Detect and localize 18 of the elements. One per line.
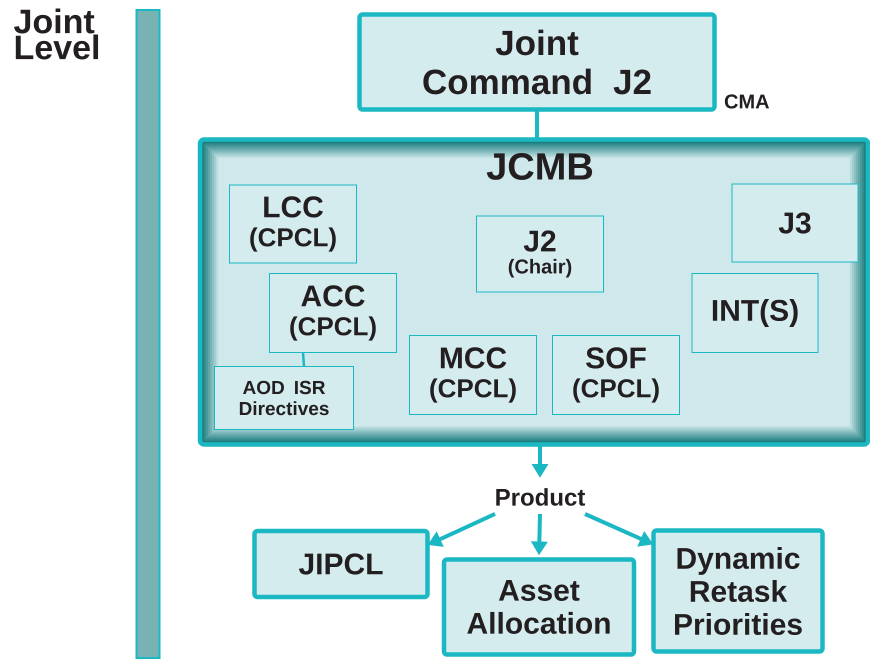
member-box: J2 (Chair) — [476, 215, 604, 292]
connector — [302, 352, 306, 367]
member-box: INT(S) — [692, 272, 818, 353]
process-box: JIPCL — [252, 528, 430, 600]
process-box: Joint Command J2 — [357, 12, 717, 112]
member-box: MCC (CPCL) — [409, 334, 537, 415]
level-label: Joint Level — [14, 8, 98, 60]
side-label: CMA — [724, 94, 770, 109]
member-box: SOF (CPCL) — [552, 334, 680, 415]
process-box: Dynamic Retask Priorities — [651, 528, 825, 654]
process-box: Asset Allocation — [442, 557, 636, 657]
connector — [535, 109, 539, 140]
member-box: ACC (CPCL) — [269, 272, 397, 353]
product-text: Product — [496, 488, 586, 506]
member-box: AOD ISR Directives — [214, 366, 354, 430]
member-box: LCC (CPCL) — [229, 184, 357, 264]
vertical-bar — [136, 8, 160, 659]
member-box: J3 — [732, 183, 858, 262]
